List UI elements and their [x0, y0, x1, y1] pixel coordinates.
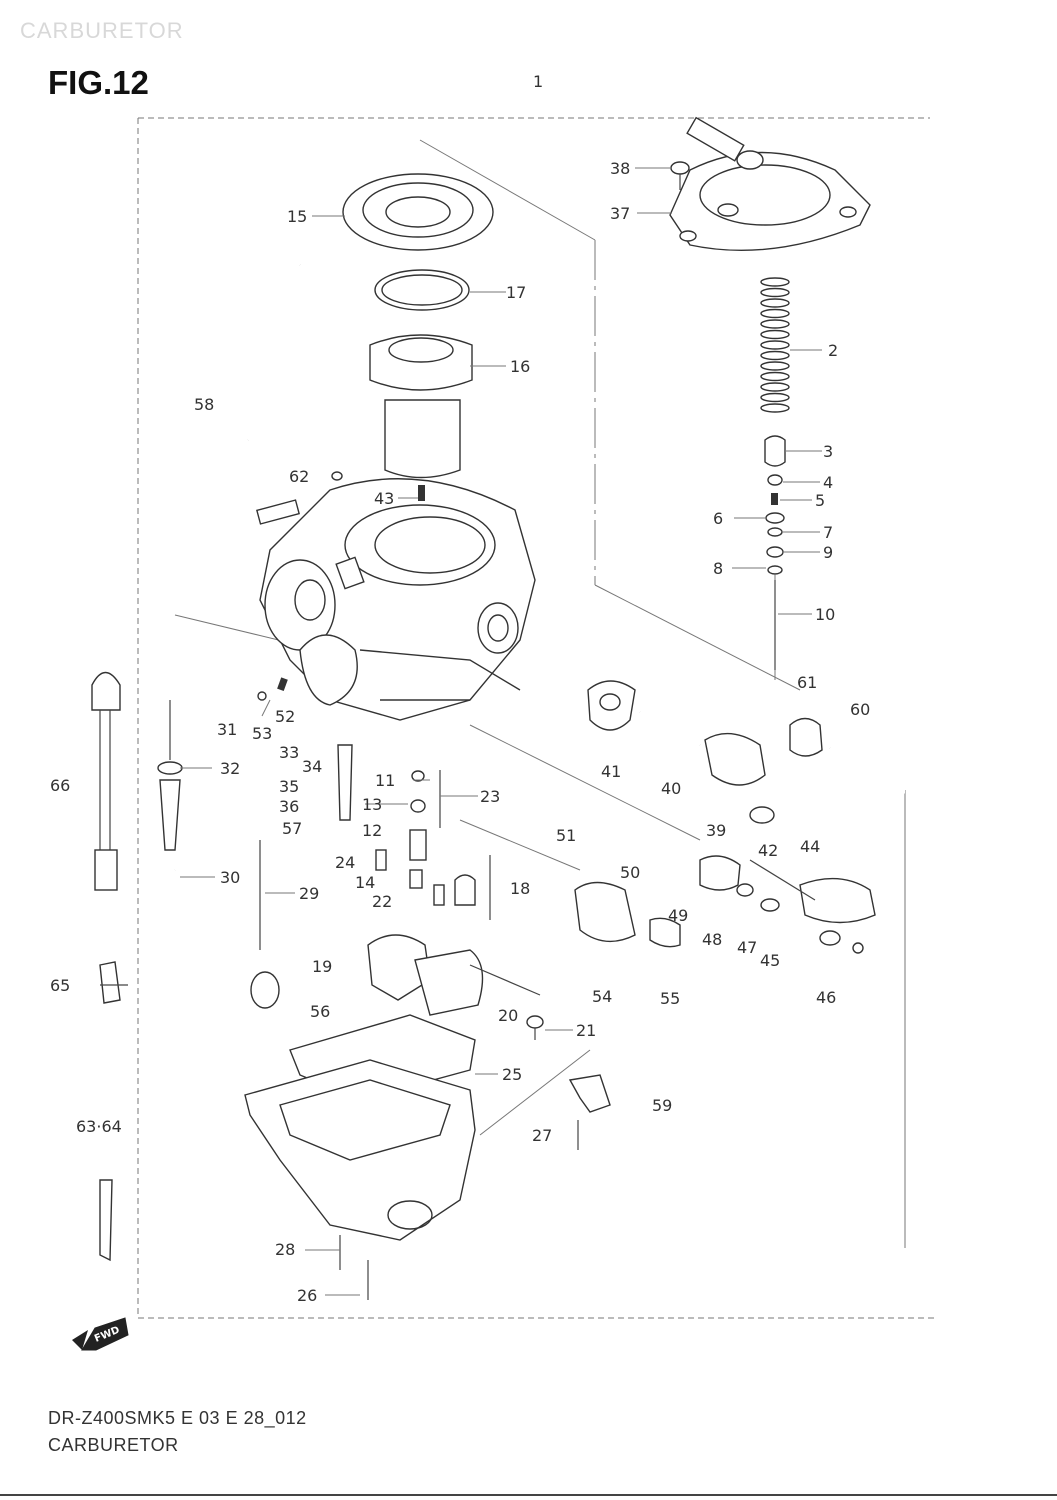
part-callout-50: 50: [620, 863, 640, 882]
bottom-rule: [0, 1494, 1057, 1496]
jet-needle-parts: [764, 435, 786, 670]
part-callout-13: 13: [362, 795, 382, 814]
top-cover: [669, 116, 871, 252]
part-callout-7: 7: [823, 523, 833, 542]
part-callout-4: 4: [823, 473, 833, 492]
part-callout-60: 60: [850, 700, 870, 719]
part-callout-57: 57: [282, 819, 302, 838]
part-callout-5: 5: [815, 491, 825, 510]
part-callout-44: 44: [800, 837, 820, 856]
drain-hose-short: [99, 1179, 113, 1262]
part-callout-8: 8: [713, 559, 723, 578]
drain-fitting: [99, 961, 128, 1004]
part-callout-2: 2: [828, 341, 838, 360]
part-callout-36: 36: [279, 797, 299, 816]
idle-screw-assembly: [157, 677, 353, 1009]
accelerator-pump: [574, 855, 876, 954]
float: [367, 934, 541, 1016]
part-callout-10: 10: [815, 605, 835, 624]
part-callout-61: 61: [797, 673, 817, 692]
throttle-piston: [369, 334, 473, 479]
part-callout-28: 28: [275, 1240, 295, 1259]
throttle-linkage: [587, 680, 905, 824]
part-callout-49: 49: [668, 906, 688, 925]
watermark-title: CARBURETOR: [20, 18, 184, 43]
cable-bracket: [568, 1074, 611, 1150]
part-callout-35: 35: [279, 777, 299, 796]
part-callout-3: 3: [823, 442, 833, 461]
part-callout-47: 47: [737, 938, 757, 957]
part-callout-52: 52: [275, 707, 295, 726]
part-callout-66: 66: [50, 776, 70, 795]
part-callout-29: 29: [299, 884, 319, 903]
bowl-screws: [339, 1235, 369, 1300]
part-callout-16: 16: [510, 357, 530, 376]
part-callout-55: 55: [660, 989, 680, 1008]
float-screw: [526, 1015, 544, 1040]
forward-direction-badge: FWD: [72, 1317, 129, 1351]
part-callout-41: 41: [601, 762, 621, 781]
part-callout-23: 23: [480, 787, 500, 806]
part-callout-59: 59: [652, 1096, 672, 1115]
part-callout-56: 56: [310, 1002, 330, 1021]
throttle-spring: [760, 277, 790, 413]
part-callout-12: 12: [362, 821, 382, 840]
figure-title: FIG.12: [48, 64, 149, 101]
part-callout-6: 6: [713, 509, 723, 528]
part-callout-1: 1: [533, 72, 543, 91]
diagram-section-name: CARBURETOR: [48, 1435, 179, 1455]
part-callout-27: 27: [532, 1126, 552, 1145]
choke-cable: [91, 671, 121, 891]
part-callout-37: 37: [610, 204, 630, 223]
part-callout-43: 43: [374, 489, 394, 508]
part-callout-30: 30: [220, 868, 240, 887]
cover-screw: [670, 161, 690, 190]
part-callout-33: 33: [279, 743, 299, 762]
part-callout-46: 46: [816, 988, 836, 1007]
part-callout-51: 51: [556, 826, 576, 845]
float-bowl: [244, 1059, 476, 1241]
part-callout-9: 9: [823, 543, 833, 562]
diaphragm-ring: [374, 269, 470, 311]
part-callout-45: 45: [760, 951, 780, 970]
part-callout-32: 32: [220, 759, 240, 778]
diaphragm: [342, 173, 494, 251]
part-callout-34: 34: [302, 757, 322, 776]
part-callout-26: 26: [297, 1286, 317, 1305]
part-callout-11: 11: [375, 771, 395, 790]
part-callout-17: 17: [506, 283, 526, 302]
jet-assembly: [375, 770, 491, 920]
part-callout-42: 42: [758, 841, 778, 860]
part-callout-15: 15: [287, 207, 307, 226]
vent-hose: [242, 260, 338, 442]
part-callout-14: 14: [355, 873, 375, 892]
part-callout-54: 54: [592, 987, 612, 1006]
carburetor-body: [256, 471, 536, 721]
part-callout-48: 48: [702, 930, 722, 949]
part-callout-22: 22: [372, 892, 392, 911]
part-callout-53: 53: [252, 724, 272, 743]
part-callout-63-64: 63·64: [76, 1117, 122, 1136]
part-callout-31: 31: [217, 720, 237, 739]
part-callout-24: 24: [335, 853, 355, 872]
part-callout-25: 25: [502, 1065, 522, 1084]
part-callout-20: 20: [498, 1006, 518, 1025]
part-callout-21: 21: [576, 1021, 596, 1040]
float-bowl-gasket: [289, 1014, 476, 1101]
assembly-frame: [137, 117, 935, 1319]
part-callout-18: 18: [510, 879, 530, 898]
callout-leaders: [180, 167, 822, 1296]
part-callout-65: 65: [50, 976, 70, 995]
part-callout-40: 40: [661, 779, 681, 798]
part-callout-58: 58: [194, 395, 214, 414]
part-callout-62: 62: [289, 467, 309, 486]
part-callout-19: 19: [312, 957, 332, 976]
part-callout-38: 38: [610, 159, 630, 178]
part-callout-39: 39: [706, 821, 726, 840]
diagram-reference-code: DR-Z400SMK5 E 03 E 28_012: [48, 1408, 307, 1428]
